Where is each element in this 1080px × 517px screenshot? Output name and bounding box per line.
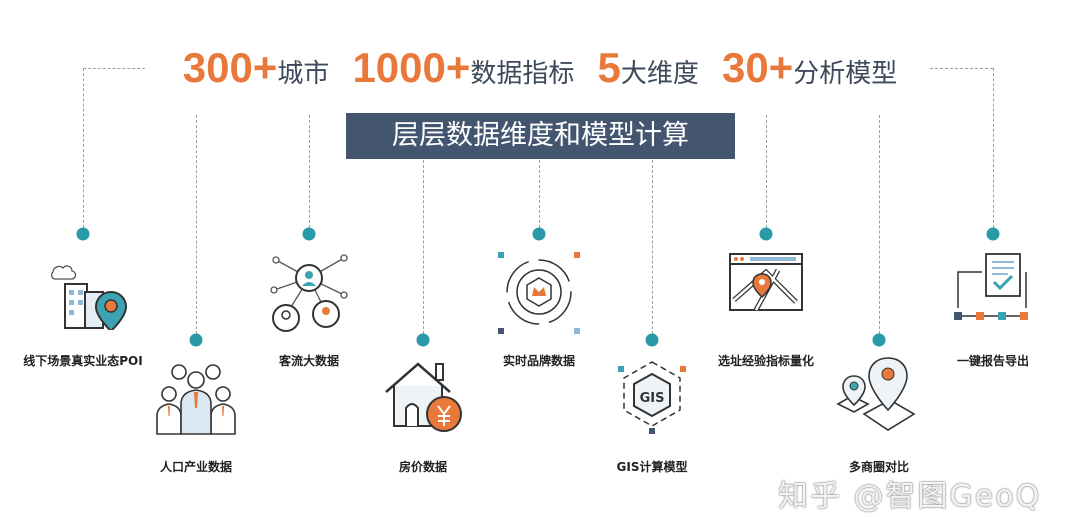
- connector: [766, 115, 767, 228]
- item-label: 房价数据: [398, 460, 448, 474]
- stat-number: 300+: [182, 44, 278, 91]
- item-label: 多商圈对比: [848, 460, 910, 474]
- watermark: 知乎 @智图GeoQ: [778, 479, 1042, 514]
- stat-unit: 大维度: [620, 59, 699, 89]
- stat-unit: 数据指标: [470, 59, 575, 89]
- item-label: 选址经验指标量化: [717, 354, 815, 368]
- item-label: 线下场景真实业态POI: [23, 354, 143, 368]
- connector: [83, 68, 145, 69]
- stat-unit: 城市: [277, 59, 330, 89]
- node-dot: [76, 227, 90, 241]
- building-pin-icon: [33, 250, 133, 334]
- connector: [930, 68, 993, 69]
- connector: [423, 160, 424, 334]
- node-dot: [302, 227, 316, 241]
- user-network-icon: [264, 250, 354, 344]
- connector: [652, 160, 653, 334]
- connector: [309, 115, 310, 228]
- item-label: 人口产业数据: [159, 460, 233, 474]
- gis-hexagon-icon: GIS: [612, 356, 692, 440]
- node-dot: [189, 333, 203, 347]
- connector: [879, 115, 880, 334]
- connector: [539, 160, 540, 228]
- item-label: 实时品牌数据: [502, 354, 576, 368]
- house-yen-icon: [378, 356, 468, 440]
- gis-text: GIS: [640, 391, 665, 406]
- stat-unit: 分析模型: [793, 59, 898, 89]
- item-label: GIS计算模型: [616, 460, 688, 474]
- node-dot: [986, 227, 1000, 241]
- stat-number: 30+: [722, 44, 794, 91]
- node-dot: [416, 333, 430, 347]
- connector: [83, 68, 84, 228]
- browser-map-icon: [726, 250, 806, 324]
- stat-number: 5: [597, 44, 621, 91]
- connector: [993, 68, 994, 228]
- connector: [196, 115, 197, 334]
- people-group-icon: [151, 356, 241, 440]
- item-label: 一键报告导出: [956, 354, 1030, 368]
- map-pins-icon: [834, 356, 924, 440]
- node-dot: [872, 333, 886, 347]
- node-dot: [645, 333, 659, 347]
- item-label: 客流大数据: [278, 354, 340, 368]
- brand-crown-icon: [494, 250, 584, 344]
- headline: 300+城市 1000+数据指标 5大维度 30+分析模型: [150, 44, 930, 92]
- report-export-icon: [948, 250, 1038, 334]
- node-dot: [532, 227, 546, 241]
- node-dot: [759, 227, 773, 241]
- banner: 层层数据维度和模型计算: [346, 113, 735, 159]
- stat-number: 1000+: [352, 44, 471, 91]
